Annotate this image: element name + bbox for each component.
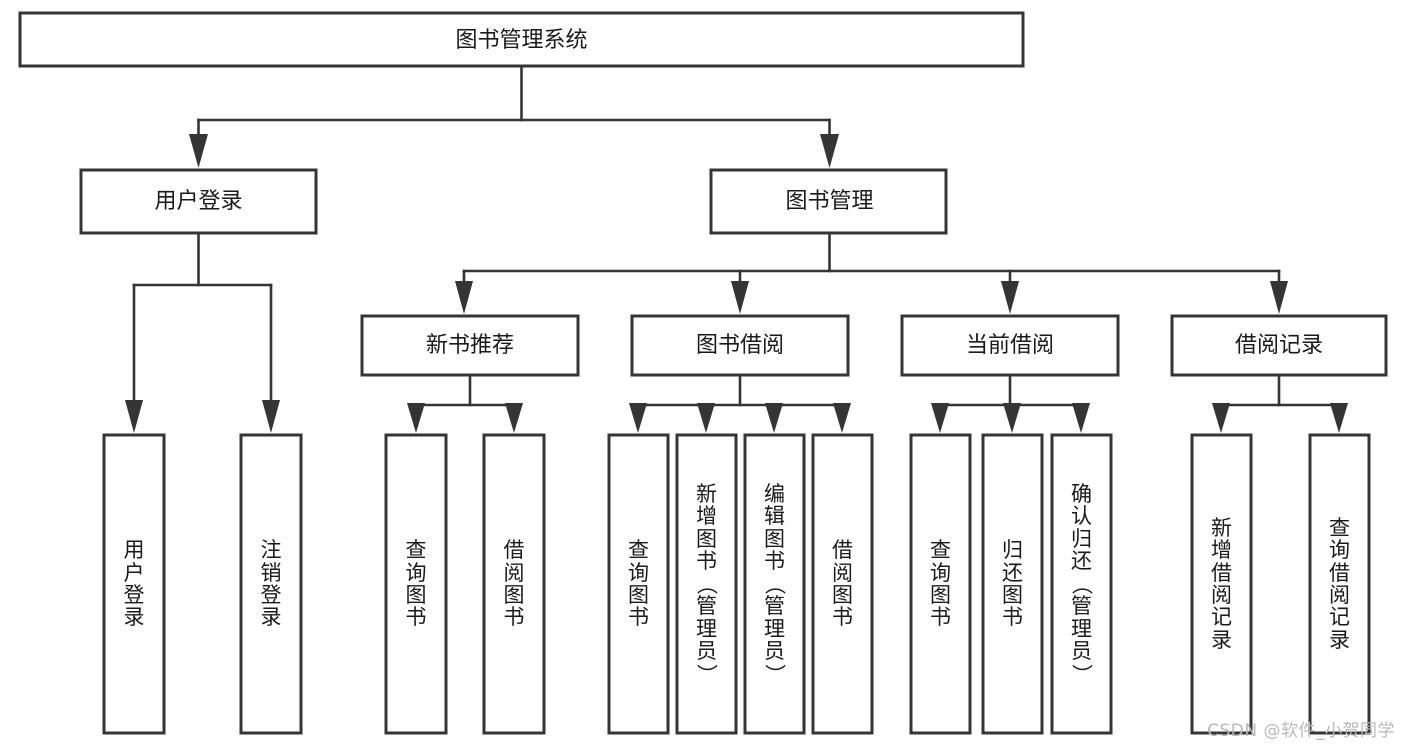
leaf-add-record-box[interactable] [1190, 433, 1253, 735]
node-book-mgmt[interactable]: 图书管理 [709, 168, 948, 235]
arrow-head-leaf-borrow-book-2 [833, 403, 851, 433]
watermark-text: CSDN @软件_小贺同学 [1207, 721, 1395, 741]
connector-group-new-book-rec [407, 373, 523, 433]
node-borrow-record[interactable]: 借阅记录 [1170, 314, 1388, 377]
leaf-query-book-2-box[interactable] [607, 433, 670, 735]
arrow-head-leaf-borrow-book-1 [505, 403, 523, 433]
arrow-head-leaf-query-book-1 [407, 403, 425, 433]
arrow-head-leaf-add-book [697, 403, 715, 433]
connector-group-user-login [125, 231, 280, 433]
node-borrow-record-box[interactable] [1170, 314, 1388, 377]
arrow-head-borrow-record [1270, 281, 1288, 314]
node-book-mgmt-box[interactable] [709, 168, 948, 235]
connector-group-book-mgmt [455, 231, 1288, 314]
leaf-borrow-book-1-box[interactable] [482, 433, 546, 735]
leaf-borrow-book-2-box[interactable] [811, 433, 874, 735]
arrow-head-leaf-confirm-return [1072, 403, 1090, 433]
node-current-borrow-label: 当前借阅 [966, 333, 1054, 358]
leaf-query-book-1-box[interactable] [384, 433, 448, 735]
leaf-edit-book-box[interactable] [743, 433, 806, 735]
connector-group-borrow-record [1212, 373, 1348, 433]
node-root-box[interactable] [18, 11, 1025, 68]
node-current-borrow-box[interactable] [900, 314, 1120, 377]
arrow-head-new-book-rec [455, 281, 473, 314]
leaf-confirm-return-box[interactable] [1050, 433, 1113, 735]
node-user-login-label: 用户登录 [154, 189, 242, 214]
node-user-login[interactable]: 用户登录 [79, 168, 318, 235]
leaf-add-book-box[interactable] [675, 433, 738, 735]
node-new-book-rec-label: 新书推荐 [426, 333, 514, 358]
leaf-query-record-box[interactable] [1308, 433, 1371, 735]
arrow-head-book-borrow [731, 281, 749, 314]
arrow-head-book-mgmt [820, 134, 839, 168]
connector-group-root [189, 64, 839, 168]
arrow-head-leaf-query-book-3 [931, 403, 949, 433]
leaf-user-logout-box[interactable] [239, 433, 303, 735]
arrow-head-leaf-edit-book [765, 403, 783, 433]
node-book-mgmt-label: 图书管理 [785, 189, 873, 214]
arrow-head-leaf-add-record [1212, 403, 1230, 433]
node-user-login-box[interactable] [79, 168, 318, 235]
node-new-book-rec-box[interactable] [360, 314, 580, 377]
leaf-user-login-box[interactable] [102, 433, 166, 735]
node-borrow-record-label: 借阅记录 [1235, 333, 1323, 358]
arrow-head-current-borrow [1001, 281, 1019, 314]
connector-group-current-borrow [931, 373, 1090, 433]
node-book-borrow-box[interactable] [630, 314, 850, 377]
arrow-head-leaf-return-book [1003, 403, 1021, 433]
connector-group-book-borrow [629, 373, 851, 433]
node-book-borrow-label: 图书借阅 [696, 333, 784, 358]
node-root[interactable]: 图书管理系统 [18, 11, 1025, 68]
arrow-head-leaf-user-logout [262, 400, 280, 433]
arrow-head-leaf-user-login [125, 400, 143, 433]
arrow-head-user-login [189, 134, 208, 168]
leaf-return-book-box[interactable] [981, 433, 1044, 735]
node-current-borrow[interactable]: 当前借阅 [900, 314, 1120, 377]
node-book-borrow[interactable]: 图书借阅 [630, 314, 850, 377]
leaf-query-book-3-box[interactable] [909, 433, 972, 735]
node-root-label: 图书管理系统 [455, 28, 587, 53]
node-new-book-rec[interactable]: 新书推荐 [360, 314, 580, 377]
arrow-head-leaf-query-record [1330, 403, 1348, 433]
arrow-head-leaf-query-book-2 [629, 403, 647, 433]
